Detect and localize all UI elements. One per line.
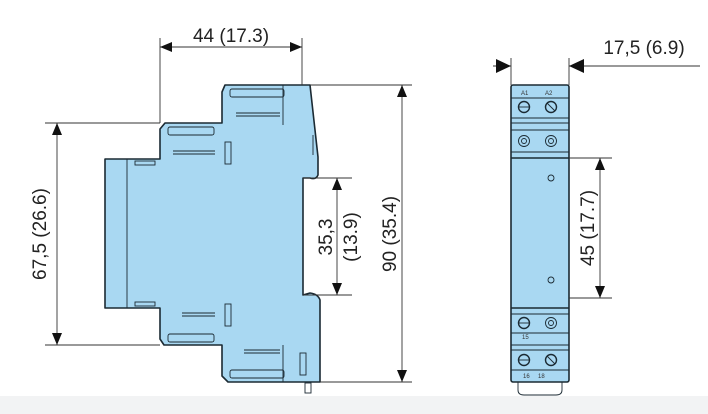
side-housing [104, 84, 321, 383]
front-view: A1 A2 15 16 18 [510, 84, 570, 396]
side-view [104, 84, 321, 394]
terminal-label-16: 16 [523, 374, 530, 380]
background-strip [0, 396, 708, 414]
dimension-rail: 35,3 (13.9) [303, 177, 362, 296]
total-height-label: 90 (35.4) [380, 196, 401, 272]
dimension-total-height: 90 (35.4) [310, 84, 412, 383]
window-height-label: 45 (17.7) [578, 190, 599, 266]
module-width-label: 17,5 (6.9) [603, 38, 684, 59]
dimension-window-height: 45 (17.7) [569, 157, 612, 299]
front-height-label: 67,5 (26.6) [30, 188, 51, 280]
rail-height-label: 35,3 [316, 219, 337, 256]
terminal-label-a2: A2 [545, 91, 553, 97]
front-clip [517, 382, 563, 396]
dimension-module-width: 17,5 (6.9) [493, 38, 700, 85]
dimension-front-height: 67,5 (26.6) [30, 122, 160, 346]
dimension-width: 44 (17.3) [159, 26, 303, 123]
side-pin [304, 382, 312, 394]
rail-height-inch-label: (13.9) [341, 212, 362, 262]
terminal-label-a1: A1 [521, 91, 529, 97]
width-label: 44 (17.3) [193, 26, 269, 47]
terminal-label-18: 18 [538, 374, 545, 380]
terminal-label-15: 15 [522, 335, 529, 341]
terminal-screws [517, 100, 558, 367]
